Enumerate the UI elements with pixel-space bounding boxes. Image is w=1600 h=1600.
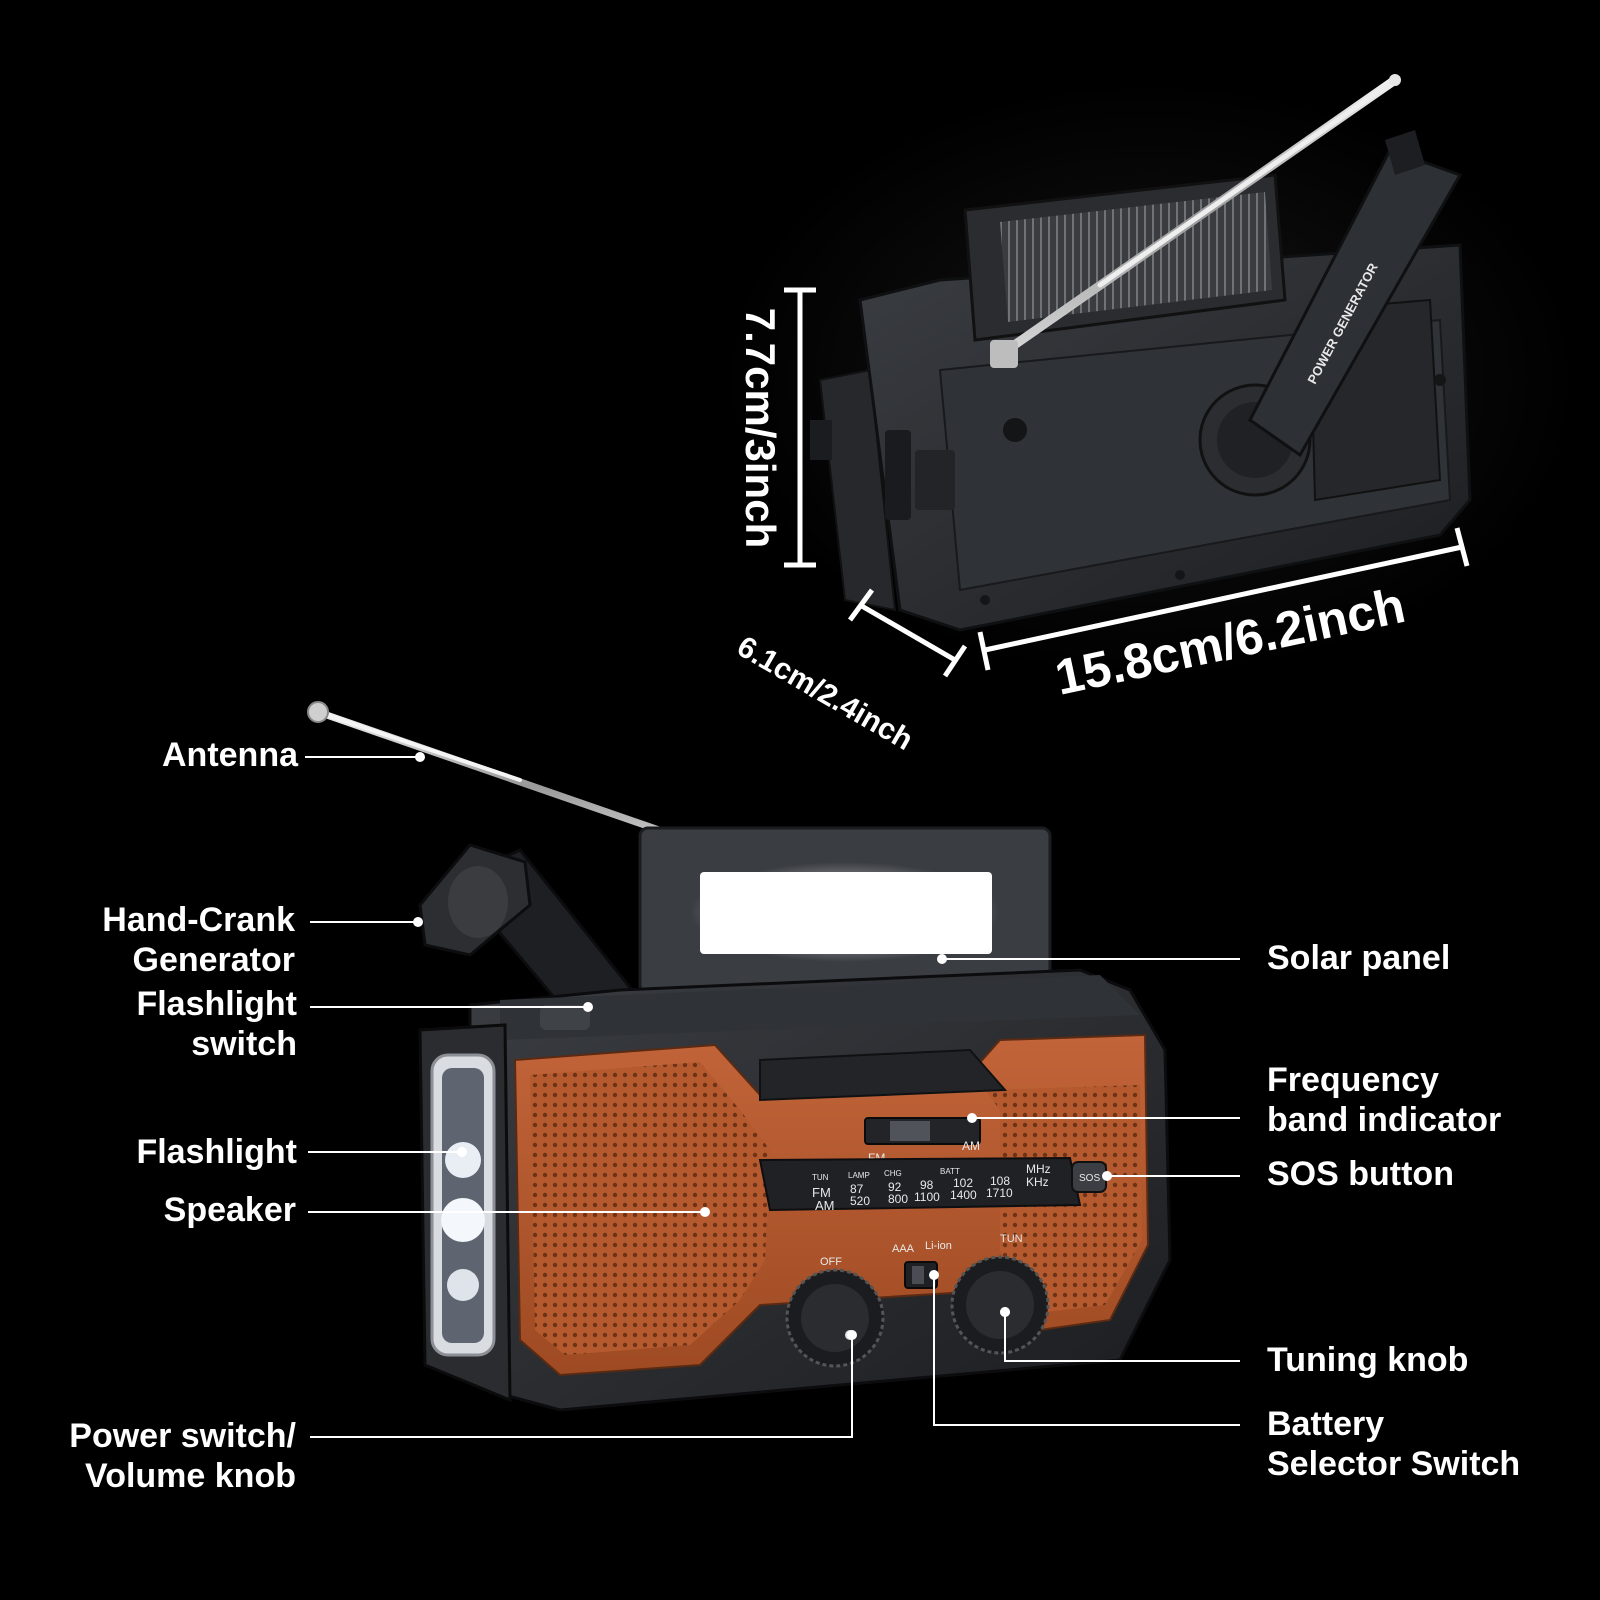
scale-am-value: 520: [850, 1194, 870, 1208]
sos-label: SOS: [1079, 1173, 1100, 1184]
leader-power-volume: [310, 1335, 853, 1438]
callout-flashlight-switch: Flashlight switch: [136, 984, 297, 1064]
scale-lamp-label: LAMP: [848, 1171, 870, 1180]
scale-fm-value: 102: [953, 1176, 973, 1190]
callout-flashlight: Flashlight: [136, 1132, 297, 1172]
callout-solar-panel: Solar panel: [1267, 938, 1450, 978]
callout-power-volume: Power switch/ Volume knob: [69, 1416, 296, 1496]
callout-flashlight-switch-line2: switch: [191, 1025, 297, 1063]
callout-hand-crank: Hand-Crank Generator: [102, 900, 295, 980]
scale-khz-label: KHz: [1026, 1175, 1049, 1189]
scale-am-label: AM: [815, 1198, 835, 1213]
height-dimension-line: [784, 287, 816, 568]
leader-tuning-knob: [1004, 1312, 1240, 1362]
width-dimension-line: [977, 527, 1470, 671]
tun-label: TUN: [1000, 1233, 1023, 1245]
leader-battery-selector: [933, 1275, 1240, 1426]
callout-flashlight-text: Flashlight: [136, 1133, 297, 1171]
callout-speaker-text: Speaker: [163, 1191, 296, 1229]
rear-view-device: POWER GENERATOR: [720, 74, 1580, 680]
scale-am-value: 1710: [986, 1186, 1013, 1200]
callout-frequency-band-line2: band indicator: [1267, 1101, 1502, 1139]
callout-solar-panel-text: Solar panel: [1267, 939, 1451, 977]
scale-chg-label: CHG: [884, 1169, 902, 1178]
scale-fm-value: 92: [888, 1180, 902, 1194]
band-am-label: AM: [962, 1139, 980, 1153]
callout-leader-lines: [305, 756, 1240, 1438]
height-dimension-label: 7.7cm/3inch: [737, 307, 785, 549]
scale-fm-value: 98: [920, 1178, 934, 1192]
scale-fm-value: 108: [990, 1174, 1010, 1188]
volume-knob[interactable]: [785, 1268, 885, 1368]
callout-antenna: Antenna: [162, 735, 298, 775]
callout-sos-button: SOS button: [1267, 1154, 1454, 1194]
callout-battery-selector-line1: Battery: [1267, 1405, 1385, 1443]
scale-mhz-label: MHz: [1026, 1162, 1051, 1176]
off-label: OFF: [820, 1256, 842, 1268]
aaa-label: AAA: [892, 1243, 915, 1255]
scale-am-value: 1100: [914, 1190, 940, 1204]
callout-speaker: Speaker: [164, 1190, 296, 1230]
scale-am-value: 1400: [950, 1188, 977, 1202]
scale-fm-value: 87: [850, 1182, 864, 1196]
callout-power-volume-line2: Volume knob: [85, 1457, 296, 1495]
depth-dimension-line: [847, 588, 968, 678]
callout-flashlight-switch-line1: Flashlight: [136, 985, 297, 1023]
scale-tun-label: TUN: [812, 1173, 829, 1182]
callout-frequency-band: Frequency band indicator: [1267, 1060, 1501, 1140]
callout-frequency-band-line1: Frequency: [1267, 1061, 1439, 1099]
front-view-device: FM AM TUN LAMP CHG BATT FM AM 87 92 98 1…: [307, 701, 1172, 1412]
callout-hand-crank-line1: Hand-Crank: [102, 901, 295, 939]
tuning-knob[interactable]: [950, 1255, 1050, 1355]
scale-fm-label: FM: [812, 1185, 831, 1200]
callout-battery-selector: Battery Selector Switch: [1267, 1404, 1520, 1484]
scale-batt-label: BATT: [940, 1167, 960, 1176]
callout-battery-selector-line2: Selector Switch: [1267, 1445, 1521, 1483]
frequency-scale: TUN LAMP CHG BATT FM AM 87 92 98 102 108…: [812, 1162, 1051, 1213]
callout-tuning-knob: Tuning knob: [1267, 1340, 1468, 1380]
callout-antenna-text: Antenna: [162, 736, 298, 774]
li-ion-label: Li-ion: [925, 1240, 952, 1252]
scale-am-value: 800: [888, 1192, 908, 1206]
callout-dots: [413, 752, 1112, 1340]
callout-hand-crank-line2: Generator: [132, 941, 296, 979]
callout-sos-button-text: SOS button: [1267, 1155, 1454, 1193]
callout-power-volume-line1: Power switch/: [69, 1417, 296, 1455]
callout-tuning-knob-text: Tuning knob: [1267, 1341, 1469, 1379]
